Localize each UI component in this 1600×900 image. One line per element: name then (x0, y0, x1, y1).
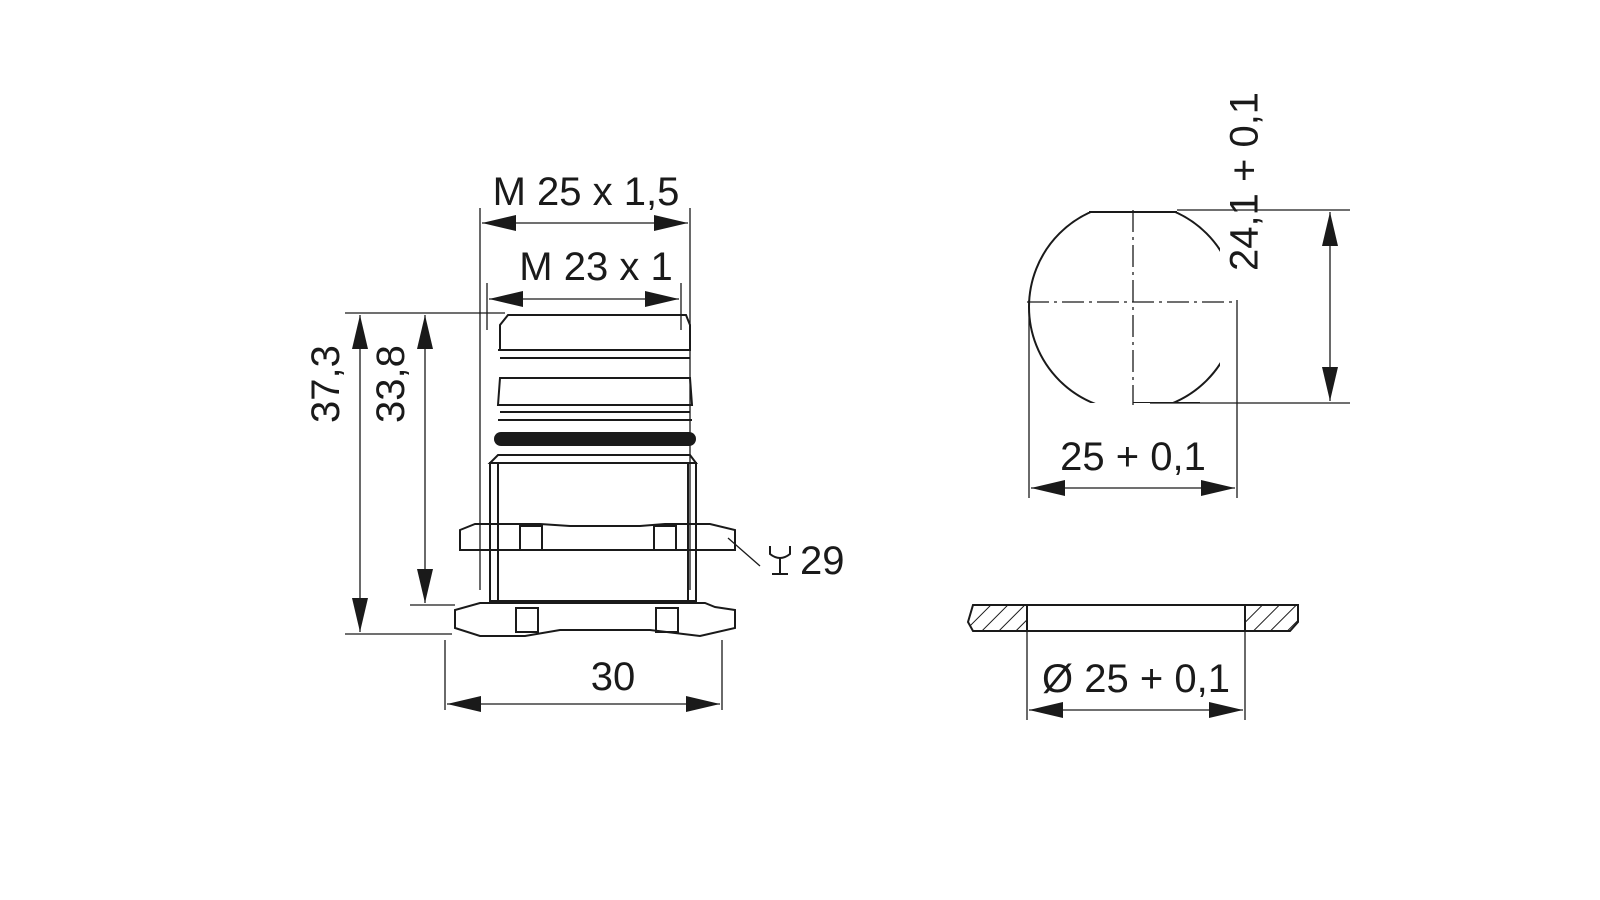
body-height-label: 33,8 (369, 345, 413, 423)
o-ring (494, 432, 696, 446)
thread-inner-label: M 23 x 1 (519, 245, 672, 289)
washer-diameter-label: Ø 25 + 0,1 (1042, 657, 1230, 701)
wrench-size-label: 29 (800, 539, 845, 583)
connector-side-view: M 25 x 1,5 M 23 x 1 37,3 33,8 30 29 (304, 170, 845, 712)
thread-outer-label: M 25 x 1,5 (493, 170, 680, 214)
total-height-label: 37,3 (304, 345, 348, 423)
cutout-flat-height-label: 24,1 + 0,1 (1222, 92, 1266, 271)
panel-cutout-view: 25 + 0,1 24,1 + 0,1 (1027, 92, 1350, 498)
cutout-width-label: 25 + 0,1 (1060, 435, 1206, 479)
nut-width-label: 30 (591, 655, 636, 699)
washer-section-view: Ø 25 + 0,1 (966, 604, 1299, 720)
wrench-icon (769, 546, 791, 575)
